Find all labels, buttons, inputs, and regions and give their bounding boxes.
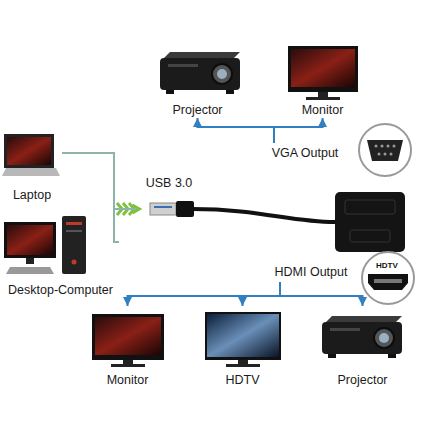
- node-text: Monitor: [300, 103, 346, 118]
- connector-arrow: [62, 153, 140, 209]
- connector-arrow: [128, 282, 281, 306]
- monitor-picture: [92, 314, 164, 367]
- output-label: VGA Output: [262, 143, 348, 163]
- hdtv-picture: [205, 312, 281, 367]
- device-label: HDTV: [195, 306, 290, 388]
- output-label: HDMI Output: [268, 262, 354, 282]
- device-label: Laptop: [2, 128, 62, 203]
- connector-arrow: [280, 282, 363, 306]
- node-text: Monitor: [105, 373, 151, 388]
- node-text: HDTV: [223, 373, 261, 388]
- vga-port-icon: [359, 124, 411, 176]
- node-text: Projector: [335, 373, 389, 388]
- monitor-picture: [288, 46, 358, 100]
- connector-arrow: [274, 118, 323, 143]
- cable-label: USB 3.0: [140, 176, 199, 220]
- desktop-picture: [4, 216, 86, 274]
- device-label: Monitor: [85, 306, 170, 388]
- device-label: Projector: [150, 38, 245, 118]
- projector-picture: [160, 52, 240, 94]
- connector-arrow: [243, 282, 281, 306]
- connector-arrow: [198, 118, 275, 143]
- usb-cable: [150, 201, 335, 222]
- device-label: Monitor: [280, 38, 365, 118]
- node-text: Laptop: [11, 188, 53, 203]
- node-text: VGA Output: [270, 146, 341, 161]
- device-label: Projector: [315, 306, 410, 388]
- adapter-box: [335, 192, 405, 252]
- hdmi-port-icon: [362, 252, 414, 304]
- connector-arrow: [114, 209, 140, 242]
- projector-picture: [322, 316, 402, 358]
- device-label: Desktop-Computer: [2, 212, 119, 298]
- laptop-picture: [2, 134, 60, 176]
- port-label: HDTV: [376, 261, 398, 270]
- node-text: Desktop-Computer: [6, 283, 115, 298]
- node-text: HDMI Output: [273, 265, 350, 280]
- node-text: USB 3.0: [144, 176, 195, 191]
- node-text: Projector: [170, 103, 224, 118]
